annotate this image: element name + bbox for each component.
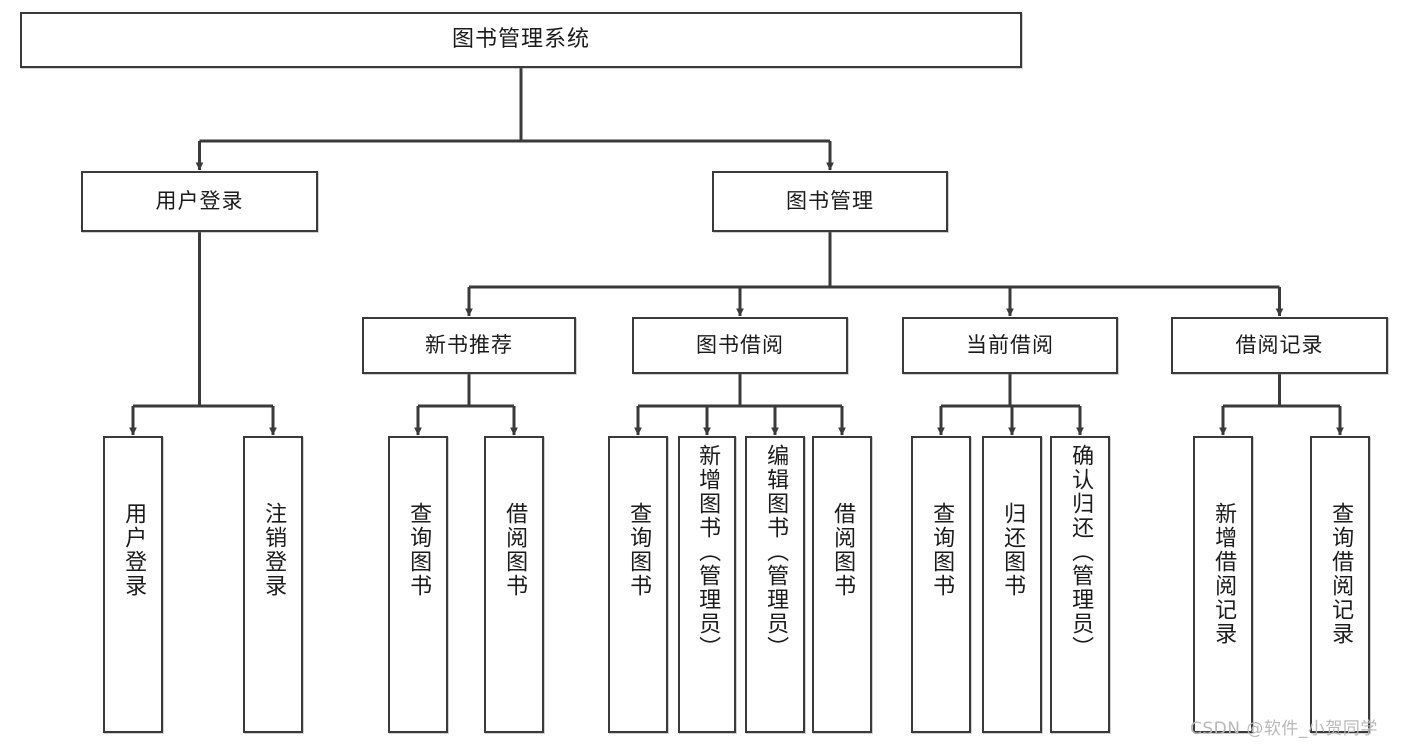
- node-leaf-1[interactable]: 用户登录: [103, 436, 163, 733]
- node-label: 借阅图书: [830, 502, 856, 598]
- node-label: 用户登录: [155, 189, 244, 214]
- node-label: 查询图书: [626, 502, 652, 598]
- node-label: 当前借阅: [966, 333, 1054, 358]
- node-label: 注销登录: [261, 502, 287, 598]
- node-label: 图书借阅: [696, 333, 784, 358]
- node-root[interactable]: 图书管理系统: [20, 12, 1022, 68]
- node-leaf-4[interactable]: 借阅图书: [484, 436, 544, 733]
- node-leaf-2[interactable]: 注销登录: [243, 436, 303, 733]
- node-leaf-13[interactable]: 查询借阅记录: [1310, 436, 1370, 733]
- node-bookmgmt[interactable]: 图书管理: [712, 171, 948, 232]
- node-label: 用户登录: [121, 502, 147, 598]
- node-records[interactable]: 借阅记录: [1171, 317, 1388, 374]
- node-leaf-9[interactable]: 查询图书: [911, 436, 971, 733]
- node-label: 新增图书（管理员）: [695, 444, 721, 660]
- node-label: 查询图书: [929, 502, 955, 598]
- node-newbook[interactable]: 新书推荐: [362, 317, 576, 374]
- node-label: 借阅记录: [1235, 333, 1324, 358]
- node-label: 编辑图书（管理员）: [763, 444, 789, 660]
- node-leaf-8[interactable]: 借阅图书: [812, 436, 872, 733]
- node-current[interactable]: 当前借阅: [902, 317, 1118, 374]
- node-leaf-7[interactable]: 编辑图书（管理员）: [745, 436, 805, 733]
- node-leaf-10[interactable]: 归还图书: [982, 436, 1042, 733]
- node-label: 图书管理: [786, 189, 874, 214]
- node-leaf-3[interactable]: 查询图书: [388, 436, 448, 733]
- node-leaf-6[interactable]: 新增图书（管理员）: [678, 436, 736, 733]
- node-label: 查询图书: [406, 502, 432, 598]
- node-borrow[interactable]: 图书借阅: [632, 317, 848, 374]
- node-leaf-5[interactable]: 查询图书: [608, 436, 668, 733]
- node-label: 确认归还（管理员）: [1068, 444, 1094, 660]
- node-label: 新增借阅记录: [1211, 502, 1237, 646]
- node-label: 归还图书: [1000, 502, 1026, 598]
- node-label: 查询借阅记录: [1328, 502, 1354, 646]
- node-label: 借阅图书: [502, 502, 528, 598]
- node-leaf-12[interactable]: 新增借阅记录: [1193, 436, 1253, 733]
- node-login[interactable]: 用户登录: [81, 171, 318, 232]
- node-label: 新书推荐: [425, 333, 513, 358]
- node-leaf-11[interactable]: 确认归还（管理员）: [1050, 436, 1110, 733]
- node-label: 图书管理系统: [451, 27, 590, 53]
